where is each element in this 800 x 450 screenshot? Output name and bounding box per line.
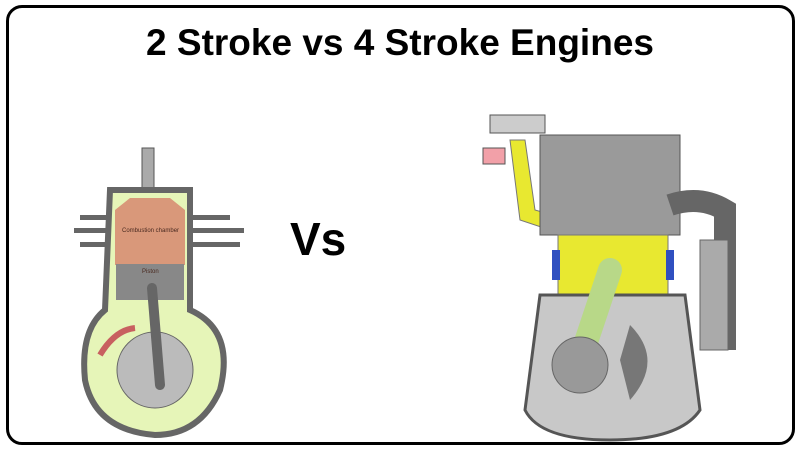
crankcase <box>523 293 702 442</box>
piston-label: Piston <box>142 269 159 275</box>
combustion-chamber <box>115 198 185 265</box>
rotation-arrow-icon <box>97 325 136 357</box>
exhaust-pipe <box>666 190 736 350</box>
four-stroke-engine-diagram <box>482 114 736 442</box>
crankshaft <box>551 336 609 394</box>
vs-label: Vs <box>290 213 347 265</box>
carburetor <box>489 114 546 134</box>
spark-plug <box>141 147 155 189</box>
connecting-rod <box>147 283 165 390</box>
two-stroke-engine-diagram: Combustion chamber Piston <box>74 147 244 439</box>
page-title: 2 Stroke vs 4 Stroke Engines <box>146 22 654 63</box>
cylinder-head <box>539 134 681 236</box>
combustion-chamber-label: Combustion chamber <box>122 228 179 234</box>
